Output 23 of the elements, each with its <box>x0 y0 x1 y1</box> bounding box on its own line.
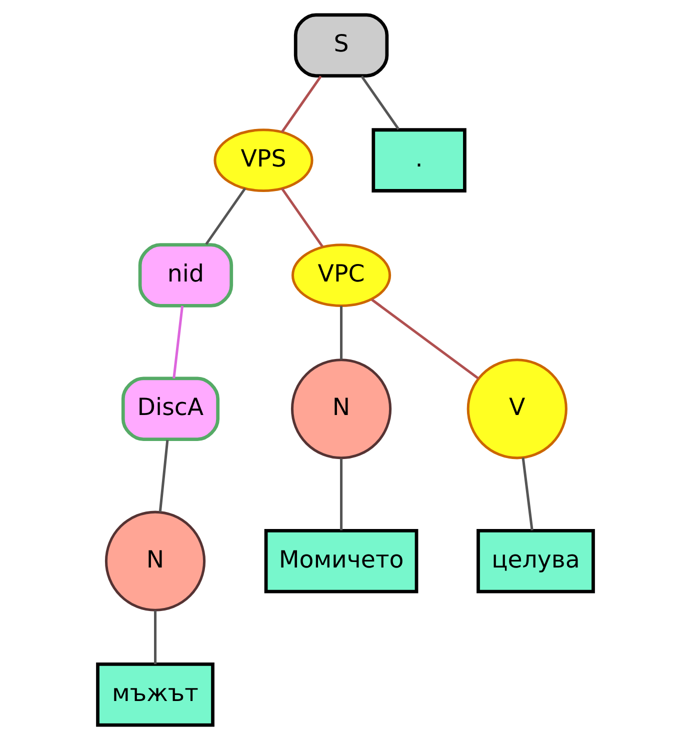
connector <box>522 458 534 530</box>
node-box: nid <box>138 243 234 308</box>
connector <box>158 440 169 512</box>
node-box: целува <box>476 528 595 594</box>
connector <box>371 298 479 380</box>
connector <box>280 76 322 133</box>
connector <box>205 188 246 245</box>
node-box: Момичето <box>264 528 418 594</box>
connector <box>340 458 343 530</box>
node-ellipse: VPS <box>214 128 314 192</box>
node-box: S <box>294 13 389 78</box>
node-circle: N <box>290 358 392 460</box>
node-box: . <box>372 128 466 192</box>
connector <box>154 610 157 664</box>
node-circle: V <box>466 358 568 460</box>
node-circle: N <box>104 510 206 612</box>
node-ellipse: VPC <box>291 244 392 307</box>
connector <box>280 188 324 248</box>
node-box: DiscA <box>121 376 220 442</box>
connector <box>360 76 400 130</box>
connector <box>340 306 343 360</box>
connector <box>172 306 184 379</box>
node-box: мъжът <box>96 662 214 727</box>
